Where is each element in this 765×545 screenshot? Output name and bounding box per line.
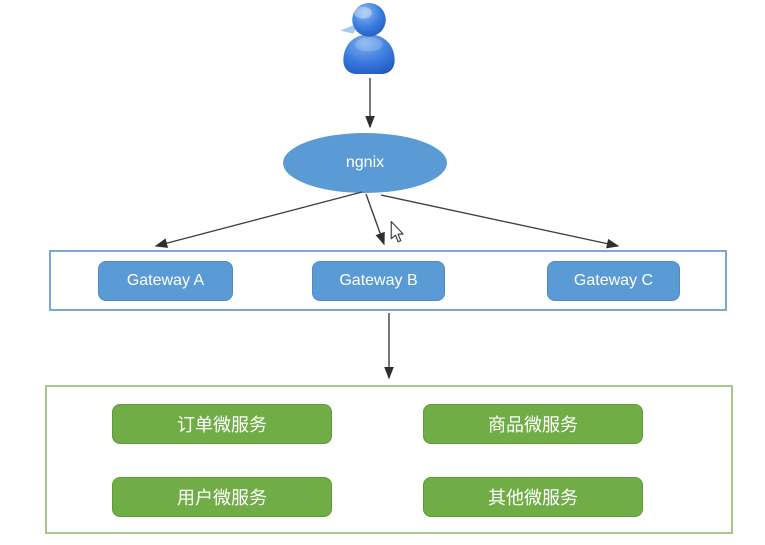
gateway-container: Gateway A Gateway B Gateway C bbox=[49, 250, 727, 311]
nginx-label: ngnix bbox=[345, 154, 385, 171]
mouse-cursor-icon bbox=[390, 220, 404, 243]
nginx-node[interactable]: ngnix bbox=[283, 133, 447, 193]
node-gateway-b[interactable]: Gateway B bbox=[312, 261, 445, 301]
node-gateway-c[interactable]: Gateway C bbox=[547, 261, 680, 301]
node-gateway-a[interactable]: Gateway A bbox=[98, 261, 233, 301]
node-other-microservice[interactable]: 其他微服务 bbox=[423, 477, 643, 517]
user-icon bbox=[336, 1, 402, 76]
node-user-microservice[interactable]: 用户微服务 bbox=[112, 477, 332, 517]
node-product-microservice[interactable]: 商品微服务 bbox=[423, 404, 643, 444]
services-container: 订单微服务 商品微服务 用户微服务 其他微服务 bbox=[45, 385, 733, 534]
node-order-microservice[interactable]: 订单微服务 bbox=[112, 404, 332, 444]
